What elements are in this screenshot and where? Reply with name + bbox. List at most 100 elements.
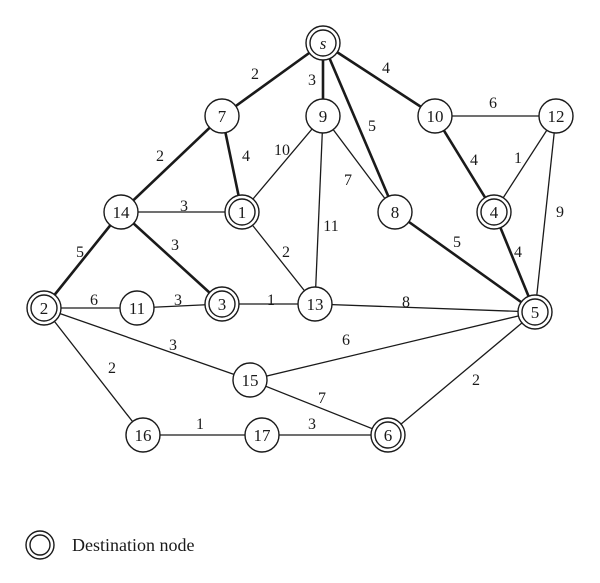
node-2: 2 [26, 290, 62, 326]
destination-ring [480, 198, 508, 226]
node-label: 11 [129, 299, 145, 318]
node-15: 15 [232, 362, 268, 398]
edge-weight-s-7: 2 [251, 66, 259, 83]
node-circle [232, 362, 268, 398]
edge-weight-1-13: 2 [282, 244, 290, 261]
node-circle [244, 417, 280, 453]
node-5: 5 [517, 294, 553, 330]
node-circle [377, 194, 413, 230]
edge-9-13 [314, 115, 324, 305]
destination-ring [208, 290, 236, 318]
legend: Destination node [25, 530, 194, 560]
destination-ring [228, 198, 256, 226]
edge-1-13 [241, 211, 316, 305]
edge-weight-15-6: 7 [318, 390, 326, 407]
edge-12-4 [493, 115, 557, 213]
node-label: 3 [218, 295, 227, 314]
edge-weight-13-5: 8 [402, 294, 410, 311]
edge-8-5 [394, 210, 536, 314]
edge-weight-s-10: 4 [382, 60, 390, 77]
node-6: 6 [370, 417, 406, 453]
edge-weight-10-12: 6 [489, 95, 497, 112]
node-s: s [305, 25, 341, 61]
node-1: 1 [224, 194, 260, 230]
edge-14-2 [42, 211, 123, 309]
node-circle [204, 286, 240, 322]
node-circle [476, 194, 512, 230]
node-9: 9 [305, 98, 341, 134]
edge-weight-15-5: 6 [342, 332, 350, 349]
node-circle [305, 25, 341, 61]
node-label: 12 [548, 107, 565, 126]
node-14: 14 [103, 194, 139, 230]
edge-weight-2-11: 6 [90, 292, 98, 309]
edge-12-5 [534, 115, 557, 313]
edge-9-8 [322, 115, 396, 213]
node-circle [538, 98, 574, 134]
node-4: 4 [476, 194, 512, 230]
node-label: 9 [319, 107, 328, 126]
node-label: 1 [238, 203, 247, 222]
node-circle [224, 194, 260, 230]
edge-14-3 [120, 211, 223, 305]
edge-2-16 [43, 307, 144, 436]
node-circle [370, 417, 406, 453]
node-8: 8 [377, 194, 413, 230]
edge-weight-17-6: 3 [308, 416, 316, 433]
edge-13-5 [314, 303, 536, 313]
node-label: 5 [531, 303, 540, 322]
edge-weight-14-1: 3 [180, 198, 188, 215]
edge-15-5 [249, 311, 536, 381]
node-label: 17 [254, 426, 272, 445]
edge-s-8 [321, 42, 397, 213]
node-circle [125, 417, 161, 453]
legend-label: Destination node [72, 535, 194, 555]
legend-destination-icon-inner [29, 534, 51, 556]
edge-weight-14-2: 5 [76, 244, 84, 261]
node-circle [26, 290, 62, 326]
node-7: 7 [204, 98, 240, 134]
edge-7-14 [120, 115, 223, 213]
edge-weight-9-8: 7 [344, 172, 352, 189]
node-label: 2 [40, 299, 49, 318]
edge-10-4 [433, 115, 496, 213]
node-label: 10 [427, 107, 444, 126]
node-label: 8 [391, 203, 400, 222]
edge-weight-2-15: 3 [169, 337, 177, 354]
node-circle [417, 98, 453, 134]
node-circle [204, 98, 240, 134]
edge-weight-16-17: 1 [196, 416, 204, 433]
edge-weight-7-14: 2 [156, 148, 164, 165]
node-label: 7 [218, 107, 227, 126]
node-circle [103, 194, 139, 230]
node-label: 4 [490, 203, 499, 222]
node-circle [517, 294, 553, 330]
node-13: 13 [297, 286, 333, 322]
node-label: 16 [135, 426, 152, 445]
node-label: s [320, 34, 327, 53]
node-label: 13 [307, 295, 324, 314]
node-3: 3 [204, 286, 240, 322]
edge-weight-9-1: 10 [274, 142, 290, 159]
node-10: 10 [417, 98, 453, 134]
destination-ring [521, 298, 549, 326]
node-circle [305, 98, 341, 134]
node-label: 6 [384, 426, 393, 445]
node-16: 16 [125, 417, 161, 453]
edge-weight-3-13: 1 [267, 292, 275, 309]
edge-6-5 [387, 311, 536, 436]
edge-weight-8-5: 5 [453, 234, 461, 251]
destination-ring [374, 421, 402, 449]
node-label: 15 [242, 371, 259, 390]
edge-4-5 [492, 211, 537, 313]
edge-s-10 [322, 41, 436, 118]
edge-weight-14-3: 3 [171, 237, 179, 254]
edge-15-6 [249, 379, 389, 436]
edge-weight-10-4: 4 [470, 152, 478, 169]
node-label: 14 [113, 203, 131, 222]
edge-2-15 [43, 307, 251, 381]
edge-weight-12-5: 9 [556, 204, 564, 221]
node-17: 17 [244, 417, 280, 453]
